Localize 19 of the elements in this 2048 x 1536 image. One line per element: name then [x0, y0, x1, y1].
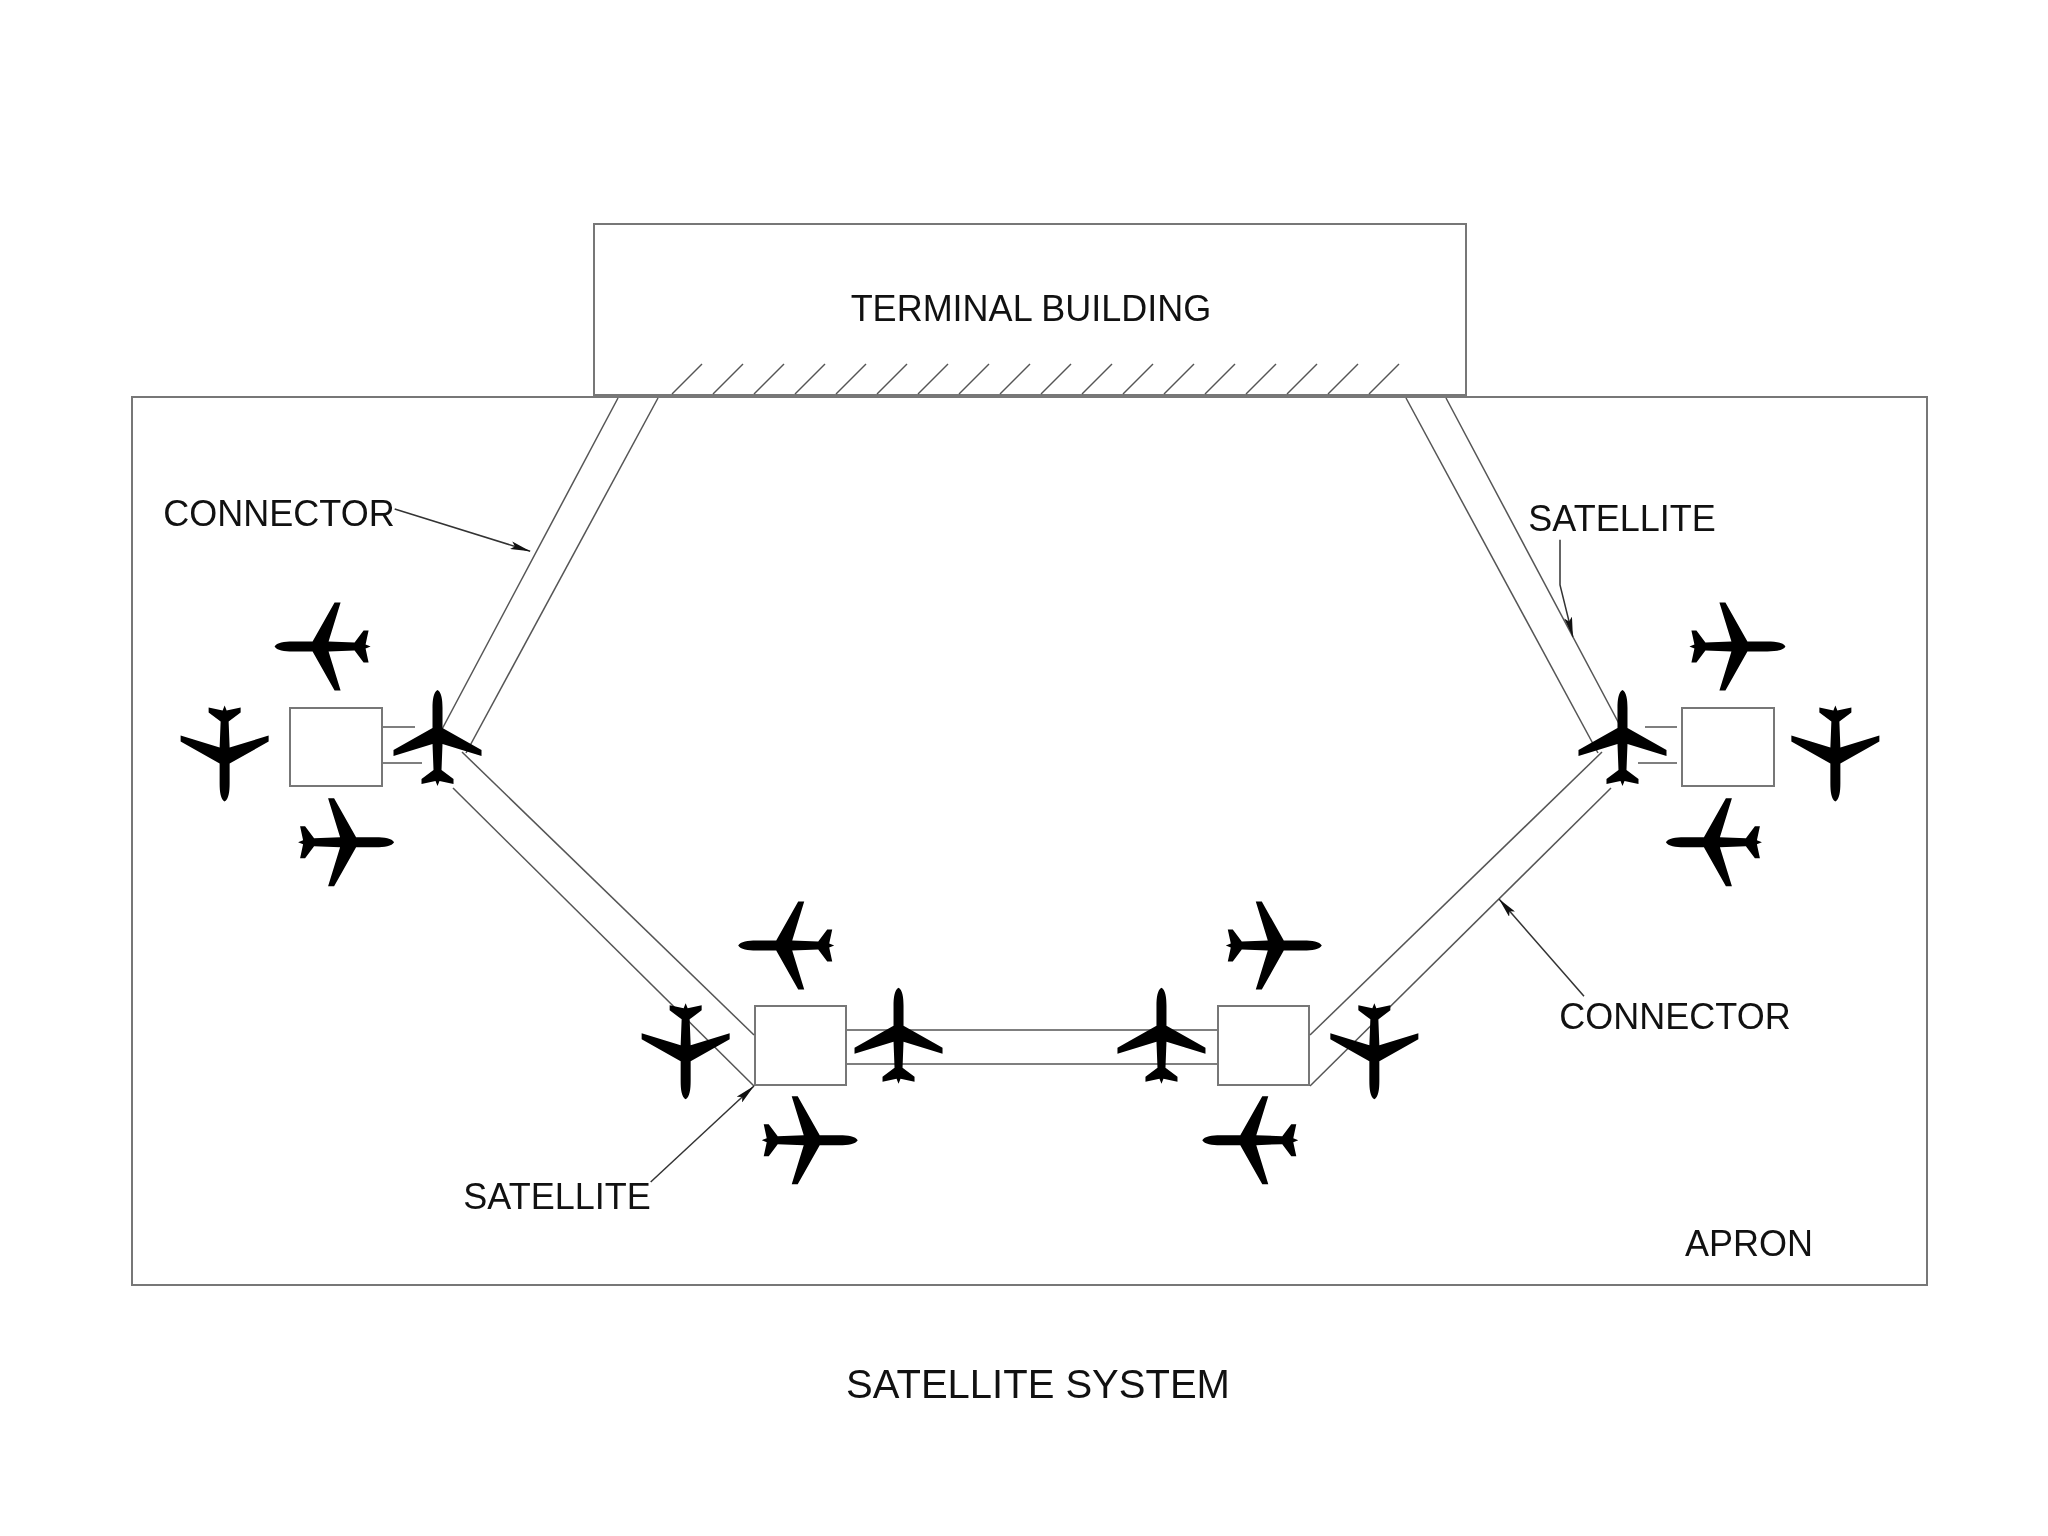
area-label: APRON	[1685, 1223, 1813, 1265]
satellite-box	[1681, 707, 1775, 787]
leader-line	[393, 508, 531, 552]
callout-label: SATELLITE	[463, 1176, 651, 1218]
satellite-box	[289, 707, 383, 787]
callout-label: CONNECTOR	[163, 493, 395, 535]
apron-area	[131, 396, 1928, 1286]
satellite-box	[754, 1005, 847, 1086]
callout-label: SATELLITE	[1528, 498, 1716, 540]
leader-line	[1498, 898, 1585, 998]
callout-label: CONNECTOR	[1559, 996, 1791, 1038]
satellite-box	[1217, 1005, 1310, 1086]
diagram-caption: SATELLITE SYSTEM	[846, 1361, 1230, 1407]
leader-line	[649, 1085, 755, 1183]
walkway	[846, 1029, 1218, 1065]
area-label: TERMINAL BUILDING	[850, 288, 1212, 330]
walkway	[452, 751, 755, 1087]
leader-line	[1559, 538, 1574, 638]
terminal-building-box	[593, 223, 1467, 396]
